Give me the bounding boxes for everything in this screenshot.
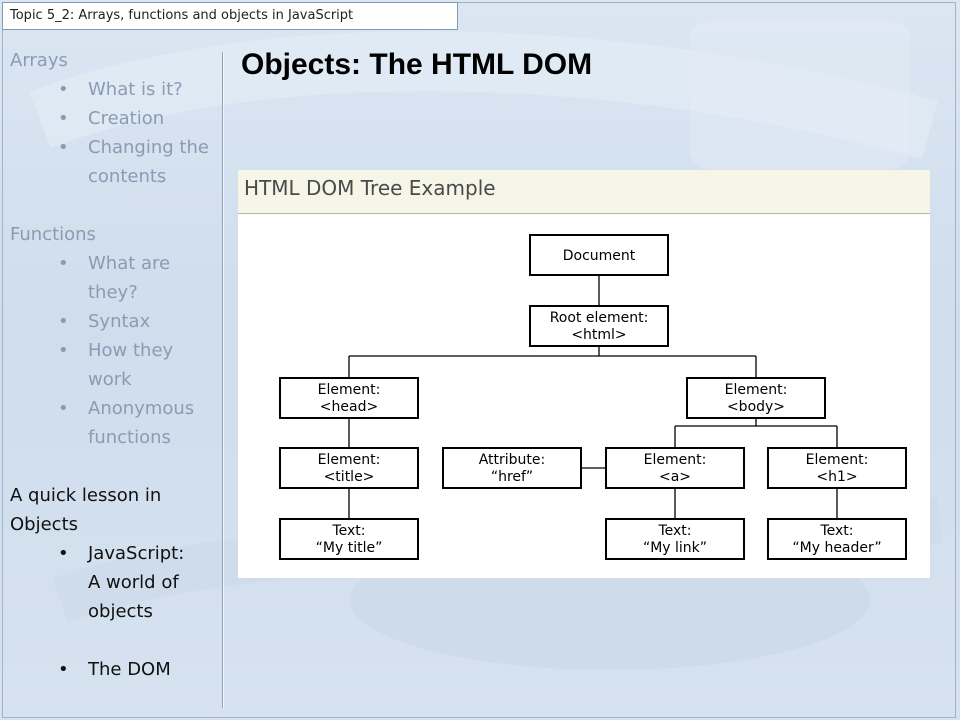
sidebar-item[interactable]: Anonymous functions xyxy=(10,394,222,452)
figure-title: HTML DOM Tree Example xyxy=(244,176,496,200)
page-title: Objects: The HTML DOM xyxy=(241,48,593,81)
tree-node-box xyxy=(605,447,745,489)
tree-node-label: Element: xyxy=(318,452,381,468)
sidebar-item-label: Syntax xyxy=(88,311,151,332)
tree-node-box xyxy=(767,447,907,489)
tree-node-label: Element: xyxy=(318,382,381,398)
sidebar-item-label: they? xyxy=(88,282,138,303)
sidebar-item-label: contents xyxy=(88,166,167,187)
tree-node-a: Element:<a> xyxy=(605,447,745,489)
topic-bar: Topic 5_2: Arrays, functions and objects… xyxy=(2,2,458,30)
tree-node-label: “My header” xyxy=(792,540,881,556)
sidebar-item-label: A world of xyxy=(88,572,179,593)
sidebar-item[interactable]: What is it? xyxy=(10,75,222,104)
tree-node-label: Element: xyxy=(644,452,707,468)
tree-node-box xyxy=(529,305,669,347)
sidebar-item-label: work xyxy=(88,369,132,390)
tree-node-label: Element: xyxy=(725,382,788,398)
sidebar-item-list: What are they? SyntaxHow they workAnonymous… xyxy=(10,249,222,452)
sidebar-item[interactable]: Creation xyxy=(10,104,222,133)
tree-node-text-title: Text:“My title” xyxy=(279,518,419,560)
tree-node-attr-href: Attribute:“href” xyxy=(442,447,582,489)
tree-node-label: Root element: xyxy=(550,310,649,326)
sidebar-section-title[interactable]: A quick lesson in xyxy=(10,485,162,506)
tree-node-label: <title> xyxy=(324,469,375,485)
sidebar-item[interactable]: The DOM xyxy=(10,655,222,684)
tree-node-root: Root element:<html> xyxy=(529,305,669,347)
tree-node-box xyxy=(279,518,419,560)
sidebar-section: A quick lesson in ObjectsJavaScript: A wor… xyxy=(10,481,222,684)
sidebar-divider xyxy=(222,52,224,708)
tree-node-text-link: Text:“My link” xyxy=(605,518,745,560)
tree-node-label: <html> xyxy=(571,327,626,343)
tree-node-label: <head> xyxy=(320,399,378,415)
tree-node-label: <body> xyxy=(727,399,785,415)
tree-node-label: Text: xyxy=(657,523,691,539)
sidebar-section-title[interactable]: Functions xyxy=(10,224,96,245)
tree-node-box xyxy=(442,447,582,489)
sidebar-item-label: Changing the xyxy=(88,137,209,158)
sidebar-item-label: Anonymous xyxy=(88,398,195,419)
sidebar-item-label: objects xyxy=(88,601,153,622)
sidebar-item-list: JavaScript: A world of objectsThe DOM xyxy=(10,539,222,684)
tree-node-text-header: Text:“My header” xyxy=(767,518,907,560)
sidebar-item-label: JavaScript: xyxy=(88,543,185,564)
tree-node-body: Element:<body> xyxy=(686,377,826,419)
sidebar-outline: ArraysWhat is it? CreationChanging the con… xyxy=(10,46,222,713)
tree-node-box xyxy=(767,518,907,560)
tree-node-document: Document xyxy=(529,234,669,276)
sidebar-item-label: Creation xyxy=(88,108,165,129)
tree-node-label: “My link” xyxy=(643,540,707,556)
sidebar-item-label: functions xyxy=(88,427,171,448)
tree-node-box xyxy=(279,377,419,419)
tree-node-h1: Element:<h1> xyxy=(767,447,907,489)
tree-node-label: <a> xyxy=(659,469,691,485)
sidebar-item-label: What are xyxy=(88,253,171,274)
tree-node-label: <h1> xyxy=(816,469,857,485)
tree-node-head: Element:<head> xyxy=(279,377,419,419)
tree-node-label: Text: xyxy=(819,523,853,539)
sidebar-section: FunctionsWhat are they? SyntaxHow they work… xyxy=(10,220,222,452)
tree-node-title: Element:<title> xyxy=(279,447,419,489)
sidebar-item-label: What is it? xyxy=(88,79,183,100)
tree-node-box xyxy=(686,377,826,419)
sidebar-section-title[interactable]: Arrays xyxy=(10,50,68,71)
sidebar-section-title[interactable]: Objects xyxy=(10,514,79,535)
sidebar-section: ArraysWhat is it? CreationChanging the con… xyxy=(10,46,222,191)
tree-node-label: “My title” xyxy=(316,540,383,556)
sidebar-spacer xyxy=(10,626,222,655)
sidebar-item-label: How they xyxy=(88,340,174,361)
sidebar-item[interactable]: How they work xyxy=(10,336,222,394)
tree-node-box xyxy=(605,518,745,560)
tree-node-label: Element: xyxy=(806,452,869,468)
sidebar-item[interactable]: What are they? xyxy=(10,249,222,307)
tree-node-label: Text: xyxy=(331,523,365,539)
sidebar-item-list: What is it? CreationChanging the contents xyxy=(10,75,222,191)
tree-node-box xyxy=(529,234,669,276)
figure-title-bar: HTML DOM Tree Example xyxy=(238,170,930,214)
tree-node-label: “href” xyxy=(491,469,533,485)
sidebar-item[interactable]: JavaScript: A world of objects xyxy=(10,539,222,626)
sidebar-item[interactable]: Changing the contents xyxy=(10,133,222,191)
tree-node-box xyxy=(279,447,419,489)
tree-node-label: Attribute: xyxy=(479,452,546,468)
sidebar-item-label: The DOM xyxy=(88,659,171,680)
sidebar-item[interactable]: Syntax xyxy=(10,307,222,336)
tree-node-label: Document xyxy=(563,248,636,264)
